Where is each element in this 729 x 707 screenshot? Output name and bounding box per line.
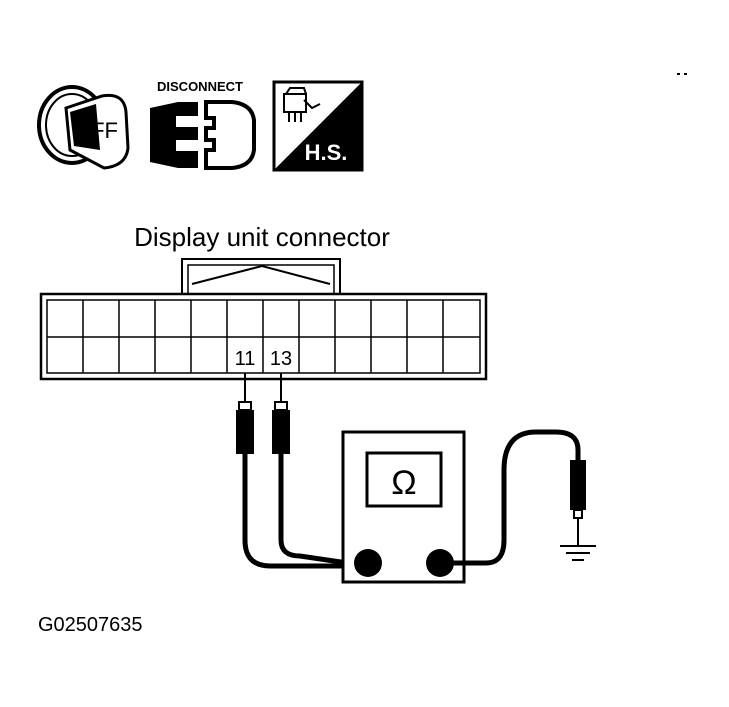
ohm-symbol: Ω <box>391 464 416 502</box>
pin-11-label: 11 <box>235 348 256 370</box>
ground-symbol-icon <box>560 545 596 561</box>
ohmmeter: Ω <box>341 430 466 584</box>
ground-lead <box>440 429 586 566</box>
scan-mark <box>677 73 687 75</box>
harness-side-label: H.S. <box>305 140 348 165</box>
connector-disconnect-icon: DISCONNECT <box>150 79 256 170</box>
pin-13-label: 13 <box>270 348 292 370</box>
disconnect-label: DISCONNECT <box>157 79 243 94</box>
harness-side-icon: H.S. <box>272 80 364 172</box>
figure-id: G02507635 <box>38 614 143 636</box>
connector-title: Display unit connector <box>134 222 390 252</box>
ignition-off-label: OFF <box>74 118 118 143</box>
ignition-key-off-icon: OFF <box>37 85 130 170</box>
display-unit-connector: 11 13 <box>39 258 488 381</box>
meter-terminal-com <box>354 549 382 577</box>
probe-lead-pin-13 <box>272 373 369 569</box>
probe-lead-pin-11 <box>236 373 368 569</box>
